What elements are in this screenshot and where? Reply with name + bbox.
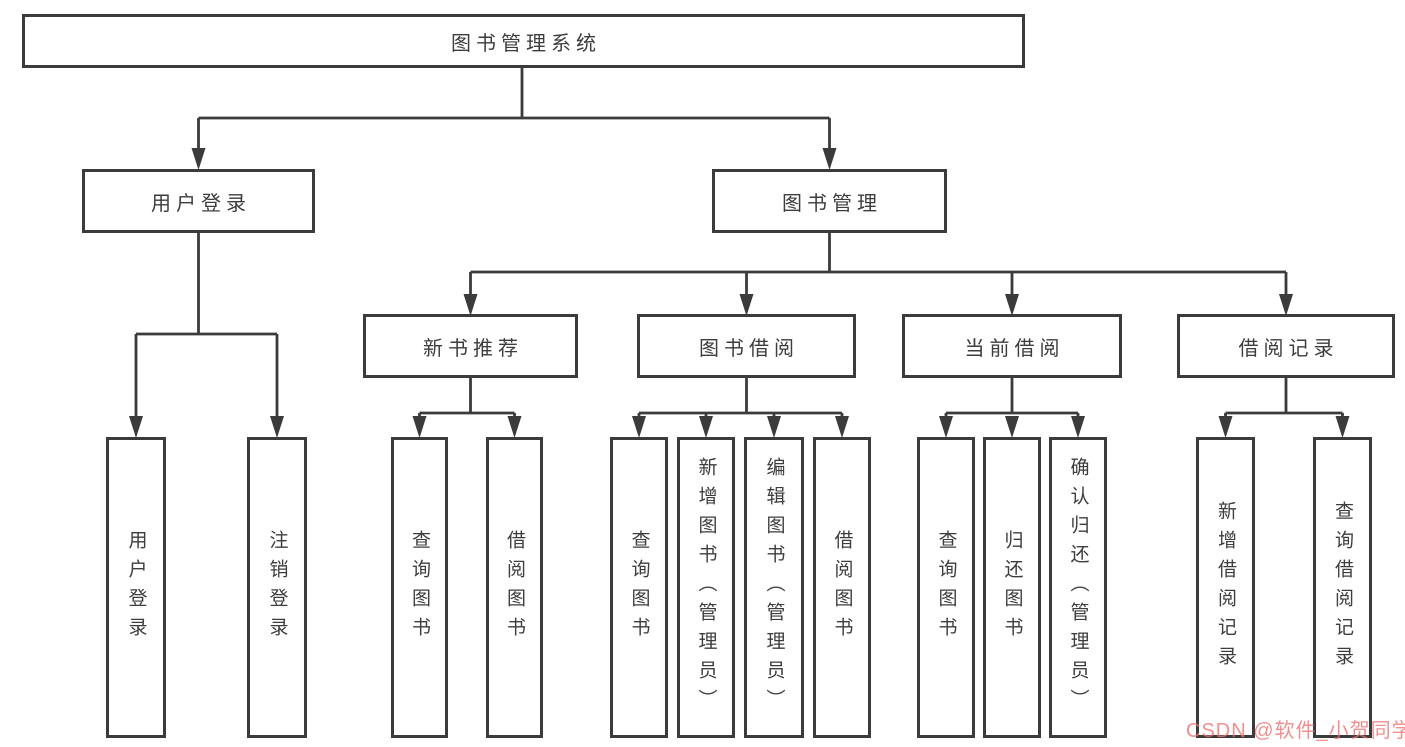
node-label: 当前借阅 <box>964 337 1065 360</box>
node-user-login: 用户登录 <box>82 169 315 233</box>
node-label: 查询图书 <box>935 529 957 646</box>
edge-borrow-to-leaves <box>632 378 849 438</box>
edge-records-to-leaves <box>1218 378 1350 438</box>
node-label: 图书借阅 <box>699 337 799 360</box>
edge-newrec-to-leaves <box>412 378 522 438</box>
node-new-book-recommend: 新书推荐 <box>363 314 578 378</box>
node-label: 编辑图书（管理员） <box>763 457 785 718</box>
node-label: 归还图书 <box>1001 529 1023 646</box>
leaf-add-borrow-record: 新增借阅记录 <box>1196 437 1255 738</box>
leaf-edit-book-admin: 编辑图书（管理员） <box>744 437 804 738</box>
node-label: 借阅图书 <box>504 529 525 646</box>
watermark-text: CSDN @软件_小贺同学 <box>1186 720 1405 742</box>
node-label: 用户登录 <box>125 529 147 646</box>
node-label: 查询借阅记录 <box>1332 500 1353 675</box>
node-label: 图书管理 <box>782 192 882 215</box>
leaf-logout: 注销登录 <box>247 437 307 738</box>
leaf-query-books-borrow: 查询图书 <box>610 437 668 738</box>
leaf-query-books-current: 查询图书 <box>917 437 975 738</box>
leaf-return-books: 归还图书 <box>983 437 1041 738</box>
leaf-confirm-return-admin: 确认归还（管理员） <box>1049 437 1107 738</box>
edge-bookmgmt-to-modules <box>463 233 1293 316</box>
node-borrowing-records: 借阅记录 <box>1177 314 1395 378</box>
node-label: 查询图书 <box>409 529 430 646</box>
node-label: 图书管理系统 <box>451 32 601 55</box>
leaf-query-books-recommend: 查询图书 <box>391 437 448 738</box>
node-label: 用户登录 <box>151 192 251 215</box>
node-book-borrowing: 图书借阅 <box>637 314 856 378</box>
leaf-user-login: 用户登录 <box>106 437 166 738</box>
node-label: 借阅记录 <box>1238 337 1339 360</box>
node-label: 借阅图书 <box>831 529 853 646</box>
edge-root-to-level2 <box>191 68 837 170</box>
node-label: 新增借阅记录 <box>1215 500 1236 675</box>
leaf-borrow-books: 借阅图书 <box>813 437 871 738</box>
node-label: 注销登录 <box>266 529 288 646</box>
leaf-borrow-books-recommend: 借阅图书 <box>486 437 543 738</box>
edge-current-to-leaves <box>939 378 1085 438</box>
leaf-add-book-admin: 新增图书（管理员） <box>677 437 735 738</box>
node-book-management: 图书管理 <box>712 169 947 233</box>
node-root-system: 图书管理系统 <box>22 14 1025 68</box>
node-current-borrowing: 当前借阅 <box>902 314 1122 378</box>
node-label: 查询图书 <box>628 529 650 646</box>
edge-userlogin-to-leaves <box>129 233 284 438</box>
node-label: 新增图书（管理员） <box>695 457 717 718</box>
node-label: 确认归还（管理员） <box>1067 457 1089 718</box>
leaf-query-borrow-record: 查询借阅记录 <box>1313 437 1372 738</box>
node-label: 新书推荐 <box>423 337 523 360</box>
